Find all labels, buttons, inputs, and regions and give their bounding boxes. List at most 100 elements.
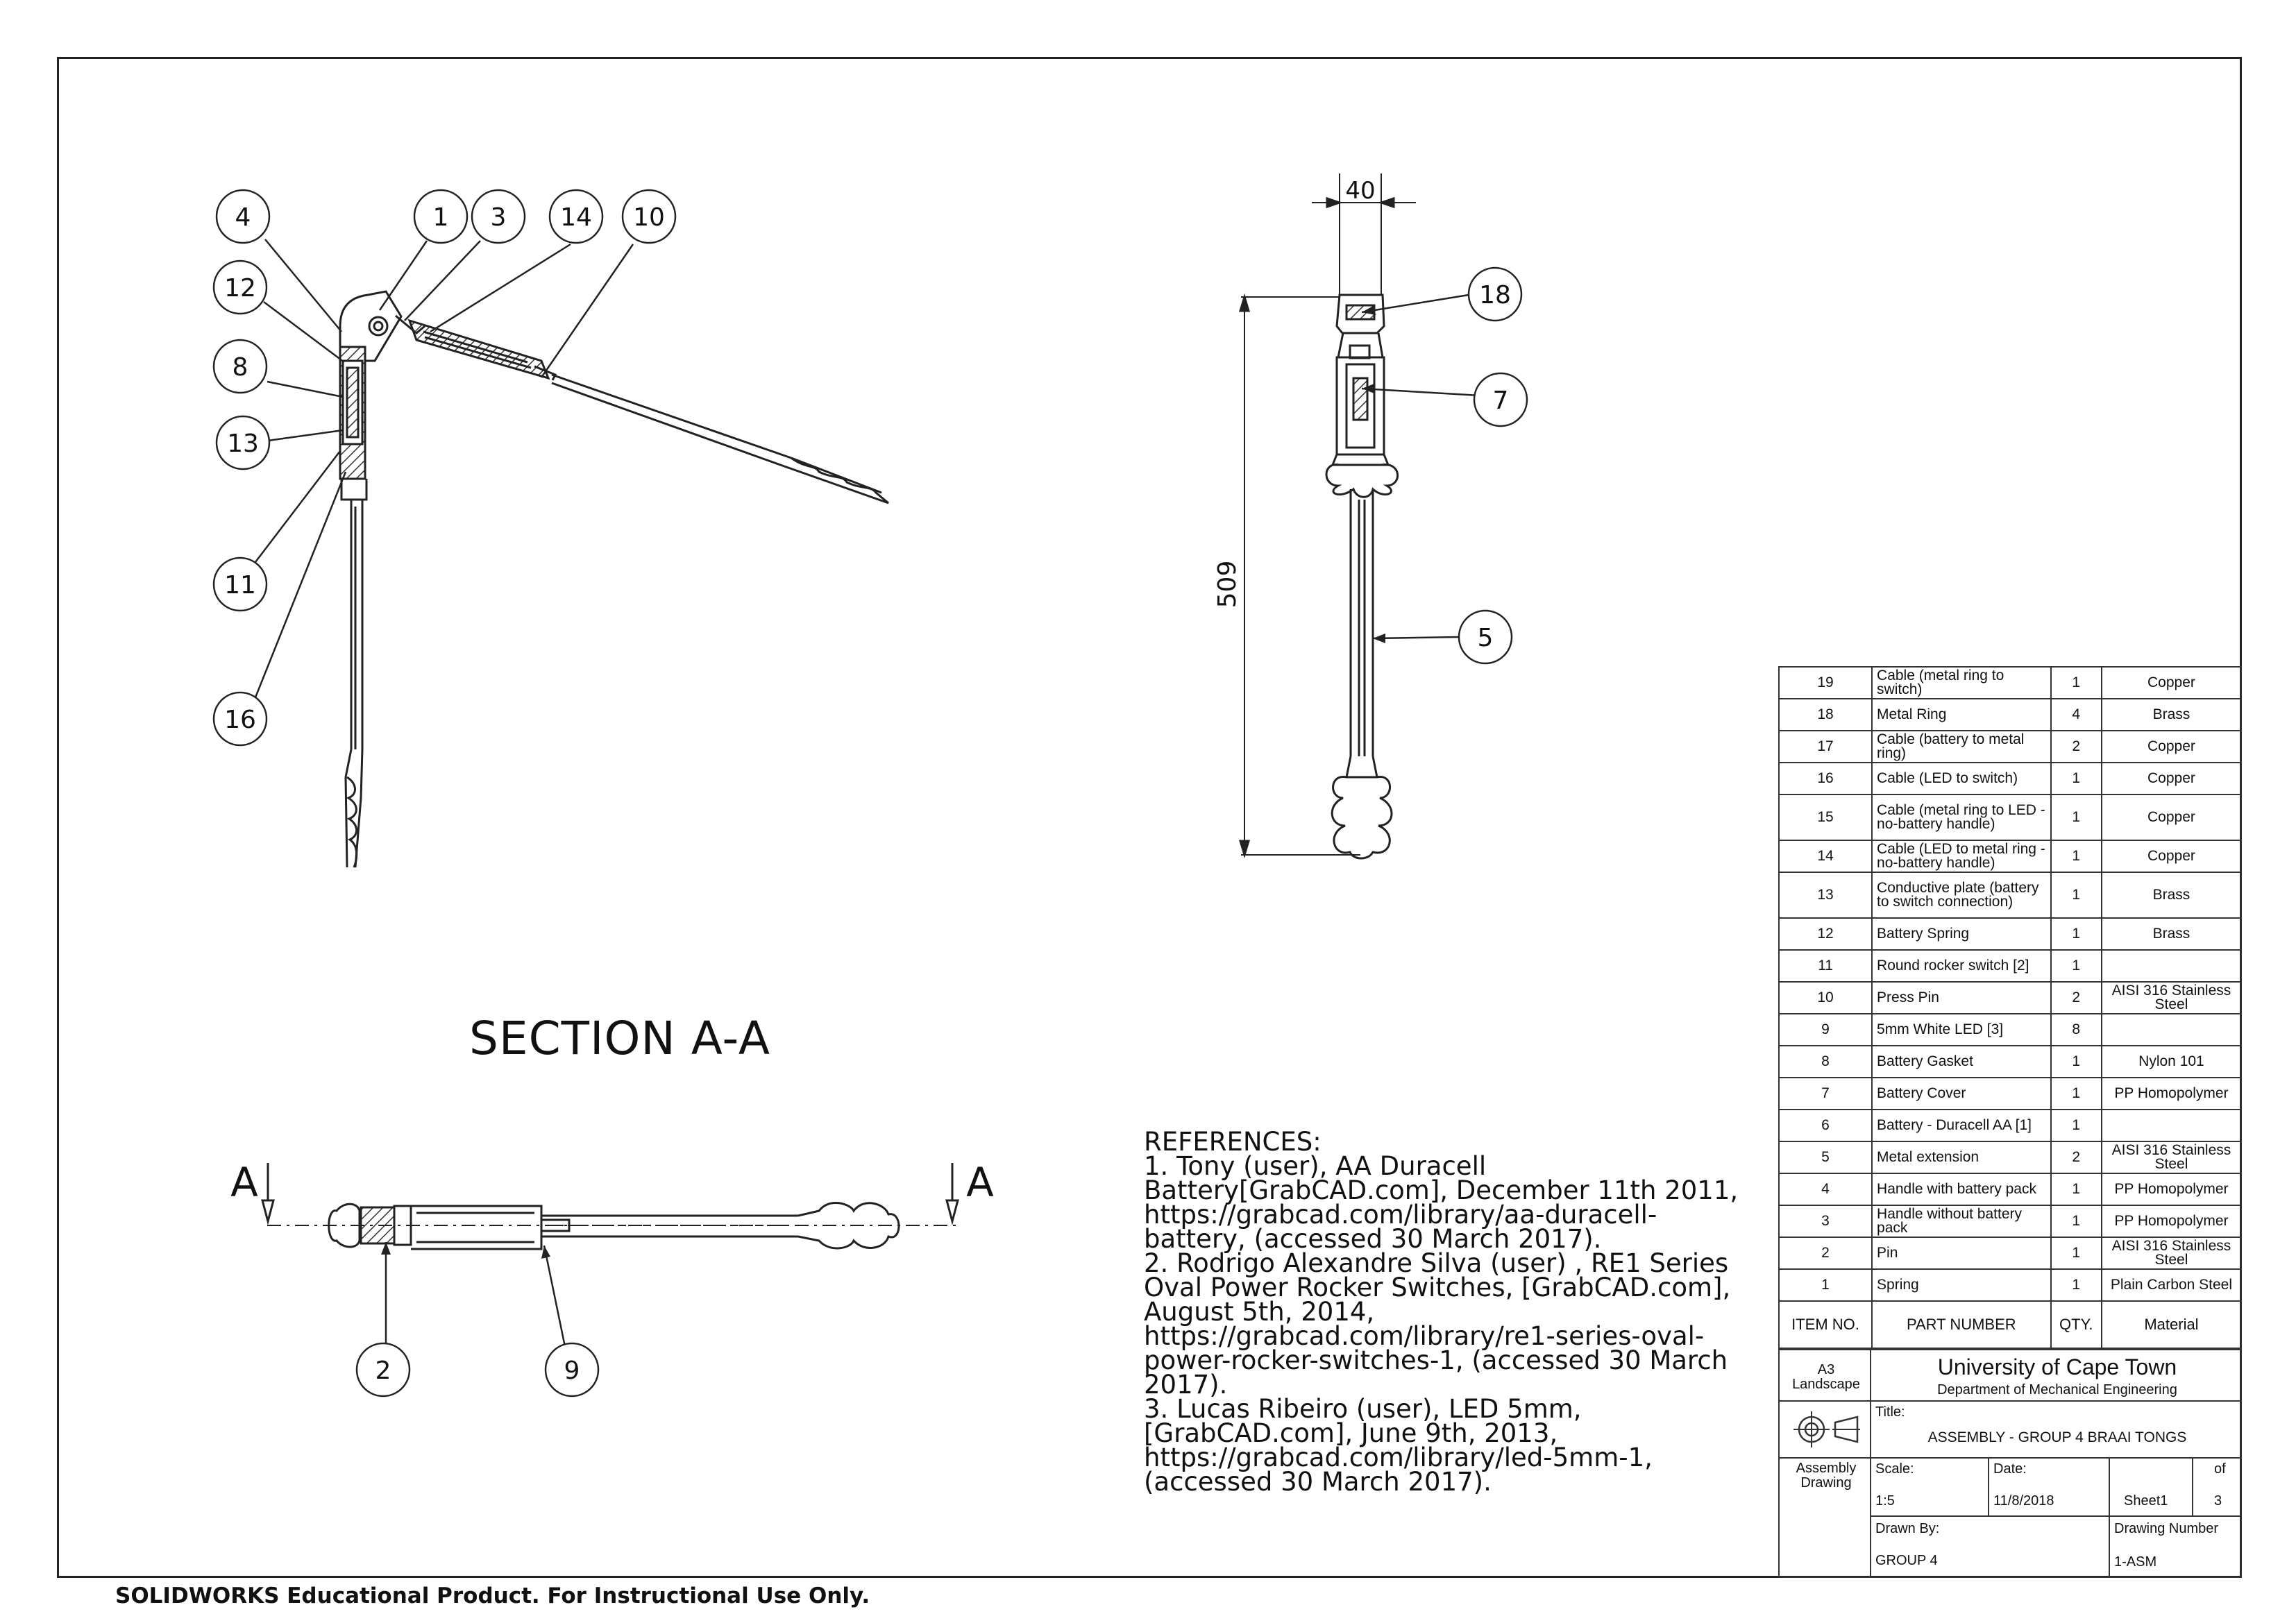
bom-cell-part: Spring [1871, 1268, 2052, 1302]
balloon-4 [215, 189, 271, 244]
balloon-13-label: 13 [227, 430, 259, 458]
tb-drawn-by: GROUP 4 [1875, 1553, 1938, 1568]
balloon-12-label: 12 [224, 274, 256, 303]
reference-item-1: 1. Tony (user), AA Duracell Battery[Grab… [1144, 1151, 1739, 1254]
bom-cell-part: Conductive plate (battery to switch conn… [1871, 872, 2052, 919]
bom-cell-material: AISI 316 Stainless Steel [2100, 1237, 2243, 1270]
bom-cell-no: 14 [1778, 840, 1873, 873]
bom-cell-material [2100, 949, 2243, 983]
bom-cell-qty: 1 [2050, 917, 2102, 951]
bom-header-qty: QTY. [2050, 1300, 2102, 1349]
title-block: A3 Landscape University of Cape Town Dep… [1778, 1349, 2242, 1578]
balloons [212, 189, 1528, 1397]
bom-cell-no: 2 [1778, 1237, 1873, 1270]
tb-drawing-number: 1-ASM [2114, 1554, 2157, 1570]
balloon-18-label: 18 [1479, 281, 1511, 309]
tb-university-cell: University of Cape Town Department of Me… [1870, 1349, 2242, 1402]
balloon-3 [471, 189, 526, 244]
tb-date: 11/8/2018 [1993, 1493, 2054, 1509]
bom-cell-material [2100, 1013, 2243, 1046]
bom-cell-material: Copper [2100, 762, 2243, 795]
balloon-2-label: 2 [375, 1357, 391, 1385]
bom-cell-part: Cable (LED to metal ring - no-battery ha… [1871, 840, 2052, 873]
bom-cell-part: Cable (battery to metal ring) [1871, 730, 2052, 763]
footer-note: SOLIDWORKS Educational Product. For Inst… [115, 1583, 870, 1608]
bom-cell-material: Brass [2100, 872, 2243, 919]
bom-cell-part: Pin [1871, 1237, 2052, 1270]
balloon-11 [212, 556, 268, 612]
bom-cell-qty: 8 [2050, 1013, 2102, 1046]
bom-cell-qty: 1 [2050, 762, 2102, 795]
tb-size-cell: A3 Landscape [1778, 1349, 1871, 1402]
bom-cell-qty: 1 [2050, 1173, 2102, 1206]
bom-header-no: ITEM NO. [1778, 1300, 1873, 1349]
tb-department: Department of Mechanical Engineering [1937, 1382, 2177, 1397]
third-angle-projection-icon [1793, 1411, 1860, 1447]
bom-cell-part: Battery - Duracell AA [1] [1871, 1109, 2052, 1142]
reference-item-2: 2. Rodrigo Alexandre Silva (user) , RE1 … [1144, 1248, 1731, 1400]
bom-cell-material: Copper [2100, 730, 2243, 763]
bom-cell-material: AISI 316 Stainless Steel [2100, 1141, 2243, 1174]
bom-cell-part: Battery Gasket [1871, 1045, 2052, 1078]
balloon-9-label: 9 [564, 1357, 580, 1385]
balloon-4-label: 4 [235, 203, 251, 232]
bom-cell-qty: 1 [2050, 1109, 2102, 1142]
balloon-13 [215, 415, 271, 470]
tb-sheet: Sheet1 [2124, 1493, 2168, 1509]
balloon-7-label: 7 [1493, 386, 1509, 415]
bom-cell-no: 9 [1778, 1013, 1873, 1046]
bom-cell-part: Press Pin [1871, 981, 2052, 1014]
bom-cell-part: Cable (metal ring to switch) [1871, 666, 2052, 699]
bom-cell-qty: 2 [2050, 981, 2102, 1014]
tb-scale-label: Scale: [1875, 1461, 1914, 1477]
tb-date-label: Date: [1993, 1461, 2027, 1477]
bom-cell-material: Plain Carbon Steel [2100, 1268, 2243, 1302]
bom-cell-qty: 1 [2050, 666, 2102, 699]
tb-drawn-by-cell: Drawn By: GROUP 4 [1870, 1515, 2110, 1578]
tb-drawing-number-label: Drawing Number [2114, 1521, 2219, 1536]
tb-size: A3 Landscape [1792, 1362, 1860, 1392]
bom-cell-no: 13 [1778, 872, 1873, 919]
bom-cell-no: 3 [1778, 1205, 1873, 1238]
tb-sheet-cell: Sheet1 [2109, 1457, 2193, 1517]
bom-header-material: Material [2100, 1300, 2243, 1349]
bom-cell-part: Battery Spring [1871, 917, 2052, 951]
section-marker-left: A [230, 1159, 258, 1206]
balloon-labels: 4 1 3 14 10 12 8 13 11 16 18 7 5 2 9 [224, 203, 1511, 1385]
bom-cell-part: Round rocker switch [2] [1871, 949, 2052, 983]
tb-type-cell: Assembly Drawing [1778, 1457, 1871, 1578]
balloon-8-label: 8 [233, 353, 248, 382]
bom-header-part: PART NUMBER [1871, 1300, 2052, 1349]
balloon-11-label: 11 [224, 571, 256, 600]
tb-projection-cell [1778, 1400, 1871, 1459]
bom-cell-no: 12 [1778, 917, 1873, 951]
bom-cell-no: 16 [1778, 762, 1873, 795]
bom-cell-qty: 1 [2050, 840, 2102, 873]
bom-cell-no: 7 [1778, 1077, 1873, 1110]
bom-cell-no: 5 [1778, 1141, 1873, 1174]
bom-cell-qty: 1 [2050, 1045, 2102, 1078]
bom-cell-part: 5mm White LED [3] [1871, 1013, 2052, 1046]
bom-cell-material: AISI 316 Stainless Steel [2100, 981, 2243, 1014]
bom-cell-material: Brass [2100, 917, 2243, 951]
bom-cell-no: 19 [1778, 666, 1873, 699]
section-view [339, 290, 889, 868]
dimension-width: 40 [1345, 177, 1375, 205]
section-title: SECTION A-A [469, 1012, 770, 1065]
balloon-10 [621, 189, 677, 244]
bom-cell-material: Brass [2100, 698, 2243, 731]
